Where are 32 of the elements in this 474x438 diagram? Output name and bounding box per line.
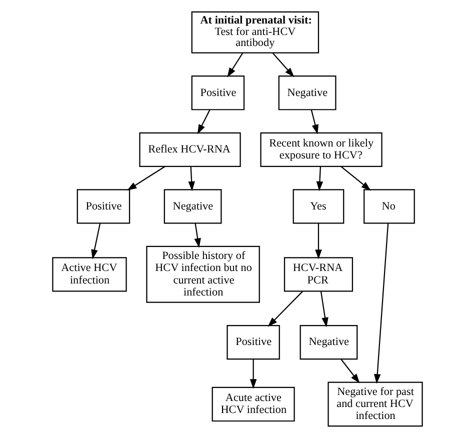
arrow xyxy=(249,359,256,389)
arrow xyxy=(310,110,318,134)
node-box: Positive xyxy=(226,325,280,360)
node-box: No xyxy=(363,189,414,224)
node-box: Recent known or likely exposure to HCV? xyxy=(260,132,382,167)
node-box: Negative xyxy=(163,189,222,224)
arrow xyxy=(267,290,303,327)
node-box: At initial prenatal visit: Test for anti-HCV antibody xyxy=(190,11,319,54)
node-box: Yes xyxy=(292,189,344,224)
arrow xyxy=(316,166,323,192)
arrow xyxy=(314,223,322,260)
arrow xyxy=(272,52,294,78)
node-box: Acute active HCV infection xyxy=(211,386,294,422)
arrow xyxy=(188,166,194,192)
node-box: Positive xyxy=(190,76,244,110)
node-box: Active HCV infection xyxy=(52,257,126,292)
node-box: HCV-RNA PCR xyxy=(283,257,353,292)
arrow xyxy=(194,223,200,248)
node-box: Reflex HCV-RNA xyxy=(138,132,240,167)
arrow xyxy=(373,223,388,384)
arrow xyxy=(226,52,243,78)
arrow xyxy=(196,109,210,134)
arrow xyxy=(126,166,165,191)
node-box: Positive xyxy=(76,189,130,224)
node-box: Possible history of HCV infection but no current active infection xyxy=(146,246,260,303)
node-box: Negative xyxy=(299,325,358,360)
node-box: Negative xyxy=(278,76,336,110)
arrow xyxy=(90,223,100,260)
arrow xyxy=(320,291,328,328)
arrow xyxy=(340,359,360,384)
node-box: Negative for past and current HCV infection xyxy=(327,382,422,427)
arrow xyxy=(340,166,370,191)
